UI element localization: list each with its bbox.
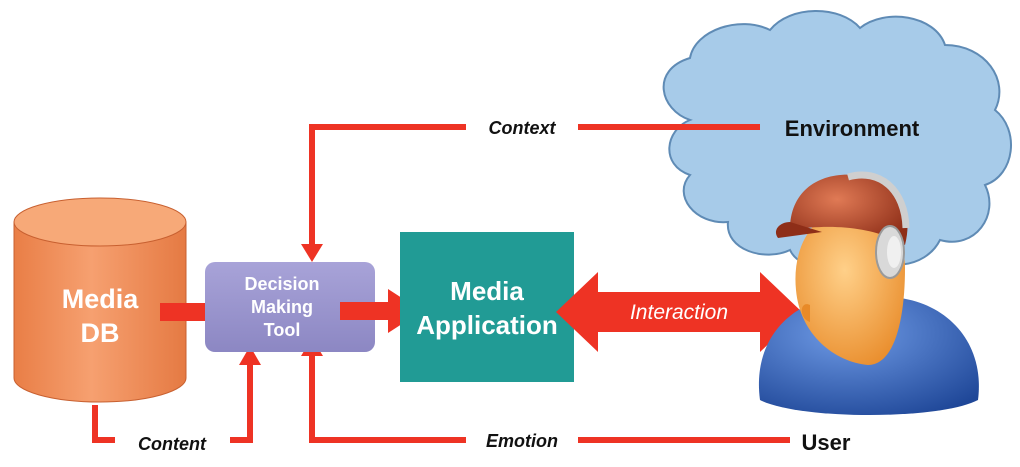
decision-tool-label-line1: Decision [244, 274, 319, 294]
media-db-label-line1: Media [62, 284, 140, 314]
decision-tool-label-line2: Making [251, 297, 313, 317]
user-label: User [802, 430, 851, 455]
context-connector [301, 124, 760, 262]
context-label: Context [489, 118, 557, 138]
content-connector [92, 346, 261, 443]
decision-making-tool-box [205, 262, 375, 352]
interaction-arrow [556, 272, 802, 352]
media-application-box [400, 232, 574, 382]
decision-tool-label-line3: Tool [264, 320, 301, 340]
interaction-label: Interaction [630, 301, 728, 324]
media-db-label-line2: DB [81, 318, 120, 348]
media-app-label-line2: Application [416, 310, 558, 340]
content-label: Content [138, 434, 207, 454]
emotion-label: Emotion [486, 431, 558, 451]
environment-label: Environment [785, 116, 920, 141]
environment-cloud [662, 10, 1012, 269]
user-figure [758, 171, 979, 415]
media-db-cylinder [13, 197, 187, 403]
media-app-label-line1: Media [450, 276, 524, 306]
